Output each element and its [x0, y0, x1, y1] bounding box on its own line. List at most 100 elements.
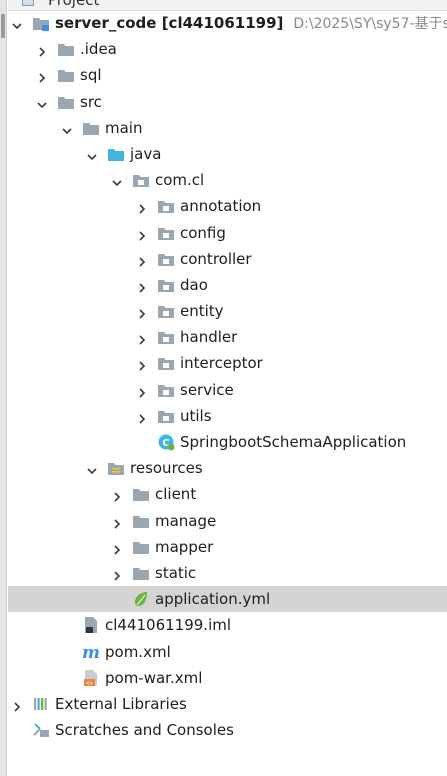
tree-node-label: controller [180, 249, 252, 268]
tree-node-label: External Libraries [55, 694, 187, 713]
tree-node-label: resources [130, 459, 203, 478]
tree-node-resources[interactable]: resources [8, 455, 447, 481]
chevron-down-icon[interactable] [112, 174, 122, 187]
package-icon [157, 276, 175, 294]
folder-icon [132, 485, 150, 503]
tree-node-label: dao [180, 275, 208, 294]
tree-node-label: config [180, 223, 226, 242]
chevron-down-icon[interactable] [62, 122, 72, 134]
chevron-right-icon[interactable] [137, 253, 147, 267]
source-folder-icon [107, 145, 125, 163]
tree-node-mapper[interactable]: mapper [8, 534, 447, 560]
folder-icon [57, 93, 75, 111]
iml-file-icon [82, 616, 100, 634]
module-path: D:\2025\SY\sy57-基于spri [293, 16, 447, 32]
package-icon [157, 381, 175, 399]
chevron-down-icon[interactable] [87, 148, 97, 161]
chevron-right-icon[interactable] [12, 698, 22, 712]
chevron-right-icon[interactable] [137, 331, 147, 345]
tree-node-label: mapper [155, 537, 214, 556]
chevron-right-icon[interactable] [137, 279, 147, 293]
folder-icon [132, 538, 150, 556]
tree-node-server-code[interactable]: server_code [cl441061199] D:\2025\SY\sy57… [8, 10, 447, 36]
tree-node-cl441061199-iml[interactable]: cl441061199.iml [8, 612, 447, 638]
tree-node-application-yml[interactable]: application.yml [8, 586, 447, 613]
tree-node-sql[interactable]: sql [8, 62, 447, 88]
chevron-right-icon[interactable] [137, 410, 147, 424]
tree-node-com-cl[interactable]: com.cl [8, 167, 447, 193]
chevron-right-icon[interactable] [112, 567, 122, 581]
tree-node-label: main [105, 118, 143, 137]
chevron-right-icon[interactable] [137, 200, 147, 214]
tree-node-entity[interactable]: entity [8, 298, 447, 324]
tree-node-label: pom-war.xml [105, 668, 203, 687]
maven-icon: m [82, 643, 100, 663]
module-qualifier: [cl441061199] [156, 14, 284, 32]
tree-node-java[interactable]: java [8, 141, 447, 167]
chevron-right-icon[interactable] [37, 43, 47, 57]
chevron-right-icon[interactable] [137, 357, 147, 372]
tree-node-label: interceptor [180, 354, 263, 373]
scratches-icon [32, 721, 50, 739]
tree-node-controller[interactable]: controller [8, 246, 447, 272]
chevron-right-icon[interactable] [137, 305, 147, 319]
tree-node-label: static [155, 563, 197, 582]
xml-file-icon: <> [82, 669, 100, 687]
package-icon [157, 197, 175, 215]
tree-node-label: pom.xml [105, 642, 171, 661]
project-icon [22, 0, 34, 6]
tree-node-springbootschemaapplication[interactable]: C SpringbootSchemaApplication [8, 429, 447, 455]
tree-node-annotation[interactable]: annotation [8, 193, 447, 219]
svg-text:C: C [162, 438, 169, 449]
module-icon [32, 14, 50, 32]
folder-icon [57, 66, 75, 84]
chevron-right-icon[interactable] [112, 488, 122, 502]
tree-node-utils[interactable]: utils [8, 403, 447, 429]
tree-node-label: manage [155, 511, 217, 530]
tree-node-interceptor[interactable]: interceptor [8, 350, 447, 376]
chevron-down-icon[interactable] [12, 17, 22, 30]
tree-node-manage[interactable]: manage [8, 508, 447, 534]
folder-icon [57, 40, 75, 58]
tree-node-label: handler [180, 328, 238, 347]
chevron-right-icon[interactable] [112, 541, 122, 555]
tree-node-label: .idea [80, 40, 117, 59]
project-tree[interactable]: server_code [cl441061199] D:\2025\SY\sy57… [8, 10, 447, 743]
tree-node-handler[interactable]: handler [8, 324, 447, 350]
spring-config-icon [132, 590, 150, 608]
chevron-right-icon[interactable] [137, 227, 147, 241]
tree-node-pom-war-xml[interactable]: <> pom-war.xml [8, 665, 447, 691]
tree-node-label: src [80, 92, 102, 111]
tree-node-pom-xml[interactable]: m pom.xml [8, 639, 447, 665]
spring-class-icon: C [157, 433, 175, 451]
package-icon [132, 171, 150, 189]
module-name: server_code [55, 14, 157, 32]
chevron-down-icon[interactable] [87, 462, 97, 475]
chevron-right-icon[interactable] [112, 515, 122, 529]
tree-node-main[interactable]: main [8, 115, 447, 141]
tree-node-client[interactable]: client [8, 481, 447, 507]
tree-node-service[interactable]: service [8, 377, 447, 403]
tree-node-scratches-and-consoles[interactable]: Scratches and Consoles [8, 717, 447, 743]
chevron-right-icon[interactable] [137, 384, 147, 398]
tree-node-external-libraries[interactable]: External Libraries [8, 691, 447, 717]
tree-node-label: server_code [cl441061199] D:\2025\SY\sy57… [55, 13, 447, 34]
chevron-right-icon[interactable] [37, 69, 47, 83]
tree-node-label: com.cl [155, 171, 205, 190]
tree-node-idea[interactable]: .idea [8, 36, 447, 62]
tree-node-src[interactable]: src [8, 89, 447, 115]
project-tool-window-button[interactable] [1, 14, 5, 38]
tree-node-config[interactable]: config [8, 220, 447, 246]
chevron-down-icon[interactable] [37, 96, 47, 108]
libraries-icon [32, 695, 50, 713]
tree-node-label: entity [180, 302, 224, 321]
tree-node-dao[interactable]: dao [8, 272, 447, 298]
folder-icon [82, 119, 100, 137]
tree-node-label: client [155, 485, 197, 504]
tree-node-label: Scratches and Consoles [55, 721, 234, 740]
panel-header: Project [8, 0, 447, 11]
tool-window-stripe[interactable] [0, 0, 7, 776]
tree-node-label: SpringbootSchemaApplication [180, 433, 407, 451]
tree-node-static[interactable]: static [8, 560, 447, 586]
package-icon [157, 328, 175, 346]
